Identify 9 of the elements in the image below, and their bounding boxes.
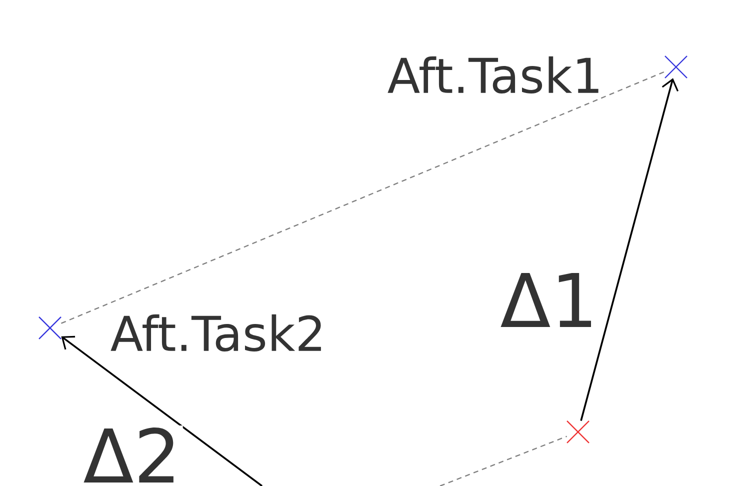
point-label: Aft.Task2: [110, 314, 321, 352]
arrow: [580, 78, 679, 422]
edge-label: Δ1: [498, 271, 600, 329]
point-label: Aft.Task1: [388, 56, 598, 94]
arrow: [61, 336, 263, 486]
cross-marker: [566, 420, 590, 444]
edge-label: Δ2: [81, 426, 183, 484]
cross-marker: [38, 316, 62, 340]
cross-marker: [664, 55, 688, 79]
